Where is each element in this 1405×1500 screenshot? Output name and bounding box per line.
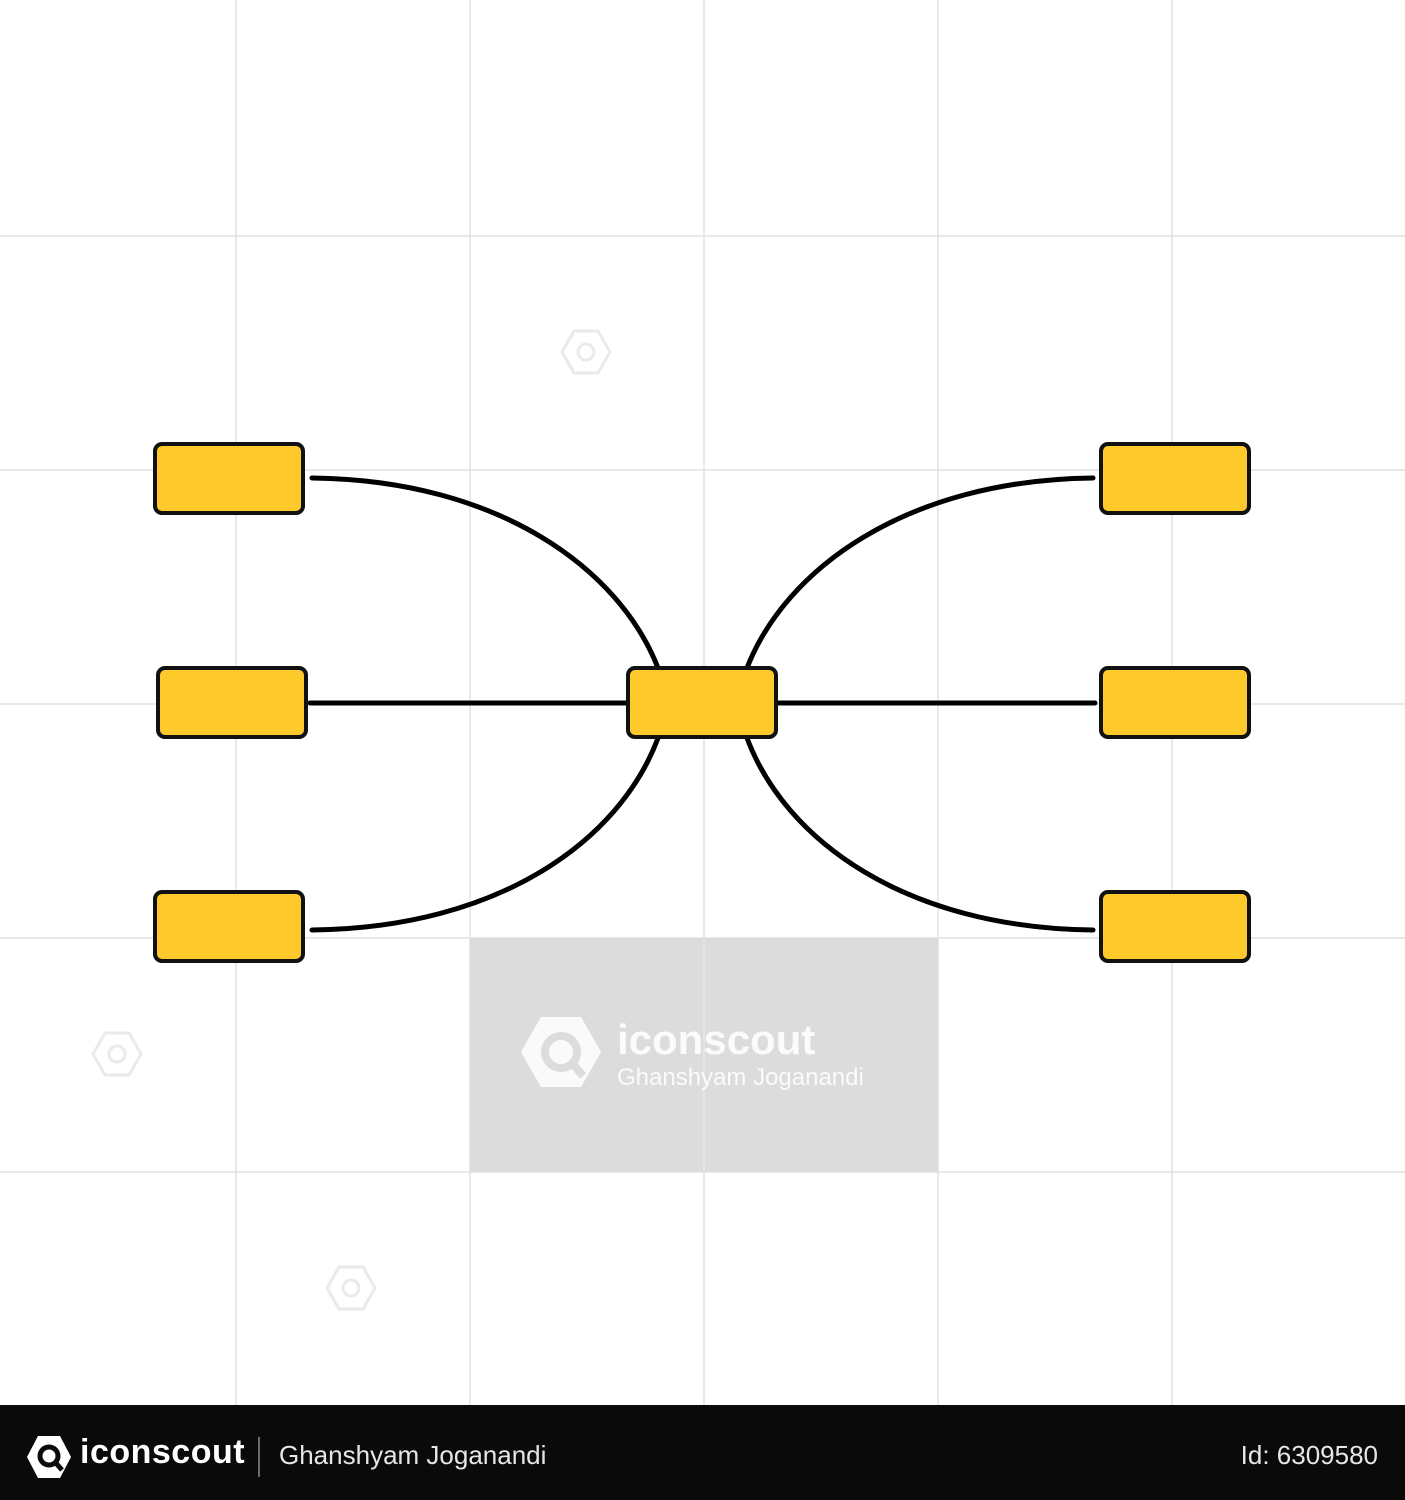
edge-hub-right-top xyxy=(744,475,1096,671)
watermark-author: Ghanshyam Joganandi xyxy=(617,1064,864,1091)
edge-hub-left-bottom xyxy=(309,735,661,933)
node-right-bottom xyxy=(1099,890,1251,963)
edges xyxy=(307,475,1098,933)
node-hub xyxy=(626,666,778,739)
watermark-logo-icon xyxy=(521,1017,601,1087)
footer-brand[interactable]: iconscout xyxy=(80,1433,246,1471)
node-right-top xyxy=(1099,442,1251,515)
watermark-mark-icon xyxy=(91,1031,143,1077)
footer-author[interactable]: Ghanshyam Joganandi xyxy=(279,1440,547,1470)
footer-bar: iconscout Ghanshyam Joganandi Id: 630958… xyxy=(0,1405,1405,1500)
footer-divider xyxy=(258,1437,260,1477)
edge-hub-left-top xyxy=(309,475,661,671)
watermark-mark-icon xyxy=(560,329,612,375)
node-left-bottom xyxy=(153,890,305,963)
node-left-top xyxy=(153,442,305,515)
watermark-mark-icon xyxy=(325,1265,377,1311)
watermark-brand: iconscout xyxy=(617,1016,815,1063)
edge-hub-right-bottom xyxy=(744,735,1096,933)
iconscout-logo-icon[interactable] xyxy=(26,1434,72,1480)
footer-asset-id: Id: 6309580 xyxy=(1240,1440,1378,1470)
diagram-canvas: iconscout Ghanshyam Joganandi xyxy=(0,0,1405,1405)
node-left-middle xyxy=(156,666,308,739)
node-right-middle xyxy=(1099,666,1251,739)
nodes xyxy=(153,442,1251,963)
watermark: iconscout Ghanshyam Joganandi xyxy=(470,938,938,1172)
